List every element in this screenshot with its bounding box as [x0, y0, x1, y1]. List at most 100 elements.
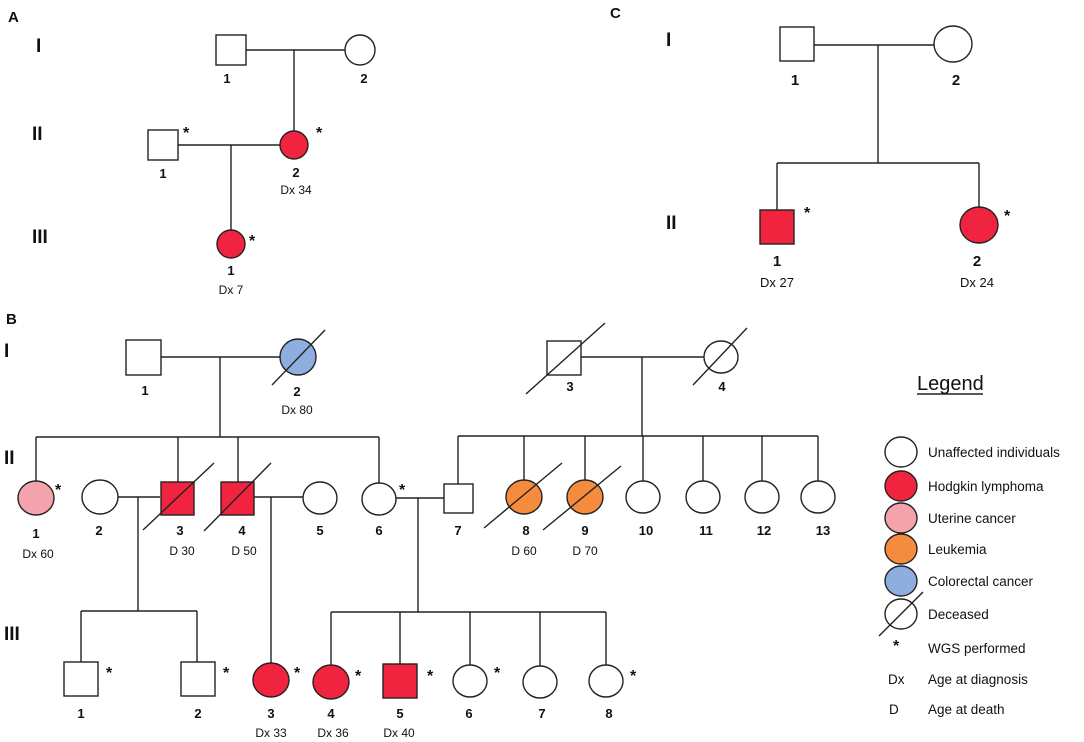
wgs-marker: * [106, 665, 113, 682]
wgs-marker: * [494, 665, 501, 682]
male-unaffected [779, 26, 815, 62]
male-unaffected [443, 483, 474, 514]
individual-number: 1 [77, 706, 84, 721]
wgs-marker: * [294, 665, 301, 682]
legend-title: Legend [917, 373, 984, 395]
deceased-slash [483, 462, 563, 529]
panel-c: C I II * * 1 2 1 Dx 27 2 Dx 24 [610, 5, 1011, 290]
wgs-marker: * [183, 125, 190, 142]
individual-number: 2 [95, 523, 102, 538]
male-unaffected [147, 129, 179, 161]
legend-wgs-symbol: * [893, 638, 900, 655]
panel-c-label: C [610, 5, 621, 22]
age-at-diagnosis: Dx 36 [317, 726, 349, 740]
age-at-diagnosis: Dx 40 [383, 726, 415, 740]
female-unaffected [344, 34, 376, 66]
generation-ii-label: II [32, 124, 43, 145]
generation-ii-label: II [666, 213, 677, 234]
age-at-death: D 60 [511, 544, 537, 558]
wgs-marker: * [1004, 208, 1011, 225]
wgs-marker: * [427, 668, 434, 685]
individual-number: 1 [223, 71, 230, 86]
individual-number: 4 [718, 379, 726, 394]
individual-number: 5 [316, 523, 323, 538]
deceased-slash [271, 329, 326, 386]
female-unaffected [625, 480, 661, 514]
wgs-marker: * [355, 668, 362, 685]
deceased-slash [203, 462, 272, 532]
individual-number: 1 [773, 253, 781, 270]
generation-ii-label: II [4, 448, 15, 469]
female-unaffected [588, 664, 624, 698]
individual-number: 1 [227, 263, 234, 278]
legend-label: Hodgkin lymphoma [928, 479, 1044, 494]
generation-iii-label: III [4, 624, 20, 645]
wgs-marker: * [316, 125, 323, 142]
female-unaffected [361, 482, 397, 516]
female-unaffected [452, 664, 488, 698]
age-at-death: D 70 [572, 544, 598, 558]
female-hodgkin-lymphoma [959, 206, 999, 244]
panel-b-label: B [6, 311, 17, 328]
female-unaffected [744, 480, 780, 514]
individual-number: 12 [757, 523, 771, 538]
deceased-slash [542, 465, 622, 531]
deceased-slash [525, 322, 606, 395]
individual-number: 6 [375, 523, 382, 538]
individual-number: 3 [176, 523, 183, 538]
wgs-marker: * [223, 665, 230, 682]
wgs-marker: * [249, 233, 256, 250]
male-unaffected [215, 34, 247, 66]
individual-number: 3 [267, 706, 274, 721]
individual-number: 4 [238, 523, 246, 538]
female-hodgkin-lymphoma [312, 664, 350, 700]
individual-number: 1 [32, 526, 39, 541]
individual-number: 7 [454, 523, 461, 538]
female-unaffected [685, 480, 721, 514]
individual-number: 2 [293, 384, 300, 399]
male-hodgkin-lymphoma [759, 209, 795, 245]
individual-number: 10 [639, 523, 653, 538]
generation-i-label: I [666, 30, 671, 51]
individual-number: 8 [522, 523, 529, 538]
female-unaffected [522, 665, 558, 699]
individual-number: 1 [141, 383, 148, 398]
female-leukemia [505, 479, 543, 515]
female-hodgkin-lymphoma [216, 229, 246, 259]
age-at-death: D 30 [169, 544, 195, 558]
female-unaffected [800, 480, 836, 514]
individual-number: 5 [396, 706, 403, 721]
legend-label: Uterine cancer [928, 511, 1016, 526]
individual-number: 2 [952, 72, 960, 89]
legend-swatch-leukemia [884, 533, 918, 565]
wgs-marker: * [804, 205, 811, 222]
individual-number: 6 [465, 706, 472, 721]
individual-number: 2 [973, 253, 981, 270]
generation-i-label: I [36, 36, 41, 57]
panel-a-label: A [8, 9, 19, 26]
legend-label: Age at diagnosis [928, 672, 1028, 687]
legend-label: Unaffected individuals [928, 445, 1060, 460]
legend-swatch-hodgkin [884, 470, 918, 502]
deceased-slash [142, 462, 215, 531]
female-hodgkin-lymphoma [252, 662, 290, 698]
wgs-marker: * [630, 668, 637, 685]
male-hodgkin-lymphoma [220, 481, 255, 516]
legend-swatch-unaffected [884, 436, 918, 468]
legend-swatch-uterine [884, 502, 918, 534]
deceased-slash [692, 327, 748, 386]
wgs-marker: * [55, 482, 62, 499]
age-at-diagnosis: Dx 7 [219, 283, 244, 297]
legend-label: Colorectal cancer [928, 574, 1034, 589]
female-hodgkin-lymphoma [279, 130, 309, 160]
individual-number: 1 [159, 166, 166, 181]
individual-number: 1 [791, 72, 799, 89]
individual-number: 4 [327, 706, 335, 721]
panel-a: A I II III * * * 1 2 1 2 Dx 34 1 Dx 7 [8, 9, 376, 297]
legend: Legend Unaffected individuals Hodgkin ly… [878, 373, 1060, 717]
male-unaffected [63, 661, 99, 697]
individual-number: 8 [605, 706, 612, 721]
generation-iii-label: III [32, 227, 48, 248]
